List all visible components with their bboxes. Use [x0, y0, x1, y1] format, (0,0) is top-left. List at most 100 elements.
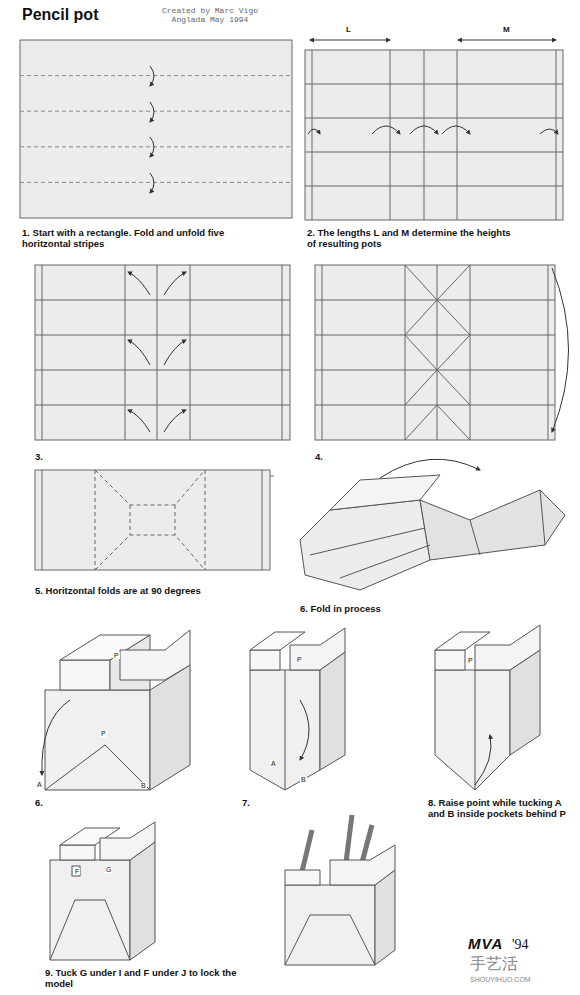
line-art [270, 476, 274, 477]
line-art [405, 335, 470, 370]
line-art [150, 173, 154, 193]
line-art [190, 265, 191, 440]
line-art [35, 335, 290, 336]
line-art [60, 660, 110, 690]
line-art [548, 265, 549, 440]
step3-sheet [35, 265, 290, 440]
step5-sheet [35, 470, 274, 570]
line-art [470, 265, 471, 440]
line-art [282, 265, 283, 440]
step9-pot [50, 822, 155, 960]
point-letter: P [100, 730, 107, 737]
line-art [95, 470, 205, 505]
line-art [285, 870, 320, 885]
line-art [35, 265, 290, 440]
line-art [470, 520, 480, 555]
label: 手艺活 [470, 955, 518, 973]
line-art [75, 900, 105, 901]
point-letter: G [105, 866, 112, 873]
line-art [128, 272, 150, 295]
line-art [157, 265, 158, 440]
line-art [310, 915, 350, 916]
step-number: 7. [242, 798, 250, 809]
line-art [128, 410, 150, 432]
step6-pot [42, 630, 190, 790]
line-art [380, 459, 480, 478]
line-art [308, 129, 320, 134]
step1-sheet [20, 40, 292, 218]
line-art [250, 670, 320, 790]
finished-pot [285, 815, 395, 965]
line-art [424, 50, 425, 220]
line-art [35, 405, 290, 406]
line-art [45, 745, 105, 790]
line-art [300, 500, 430, 590]
line-art [457, 50, 458, 220]
line-art [95, 535, 205, 570]
line-art [405, 265, 406, 440]
line-art [405, 300, 470, 335]
line-art [250, 650, 280, 670]
step-number: 4. [315, 452, 323, 463]
line-art [285, 915, 310, 965]
line-art [150, 66, 154, 193]
line-art [285, 885, 375, 965]
line-art [372, 126, 400, 134]
label: L [346, 25, 351, 34]
step-number: 3. [35, 452, 43, 463]
line-art [458, 40, 556, 41]
point-letter: B [140, 782, 147, 789]
point-letter: P [113, 652, 120, 659]
point-letter: P [467, 657, 474, 664]
line-art [290, 628, 345, 670]
line-art [405, 370, 470, 405]
line-art [312, 50, 313, 220]
line-art [475, 735, 491, 785]
line-art [150, 137, 154, 157]
line-art [405, 265, 470, 300]
line-art [95, 470, 96, 570]
step-number: 6. [35, 798, 43, 809]
step7-pot [250, 628, 345, 790]
line-art [130, 842, 155, 960]
line-art [305, 152, 563, 153]
line-art [50, 900, 75, 960]
line-art [164, 272, 186, 295]
line-art [45, 690, 150, 790]
line-art [205, 470, 206, 570]
line-art [322, 265, 323, 440]
step2-sheet [84, 0, 563, 220]
line-art [150, 66, 154, 86]
line-art [20, 111, 292, 112]
line-art [300, 700, 309, 760]
line-art [100, 822, 155, 860]
line-art [375, 870, 395, 965]
step-caption: 9. Tuck G under I and F under J to lock … [45, 968, 265, 990]
line-art [42, 265, 43, 440]
line-art [130, 505, 131, 535]
step-caption: 2. The lengths L and M determine the hei… [307, 228, 522, 250]
step8-pot [435, 625, 540, 790]
line-art [475, 625, 540, 670]
label: Created by Marc Vigo Anglada May 1994 [150, 6, 270, 24]
line-art [315, 370, 555, 371]
line-art [20, 40, 292, 218]
line-art [175, 505, 176, 535]
line-art [72, 866, 80, 876]
line-art [128, 340, 150, 365]
point-letter: B [300, 776, 307, 783]
line-art [435, 670, 510, 790]
line-art [120, 630, 190, 680]
line-art [164, 340, 186, 365]
line-art [35, 300, 290, 301]
line-art [42, 700, 70, 775]
line-art [285, 670, 286, 790]
line-art [475, 670, 476, 790]
line-art [556, 50, 557, 220]
line-art [442, 126, 470, 134]
line-art [150, 665, 190, 790]
line-art [42, 470, 43, 570]
label: MVA [468, 935, 503, 952]
line-art [540, 129, 558, 134]
